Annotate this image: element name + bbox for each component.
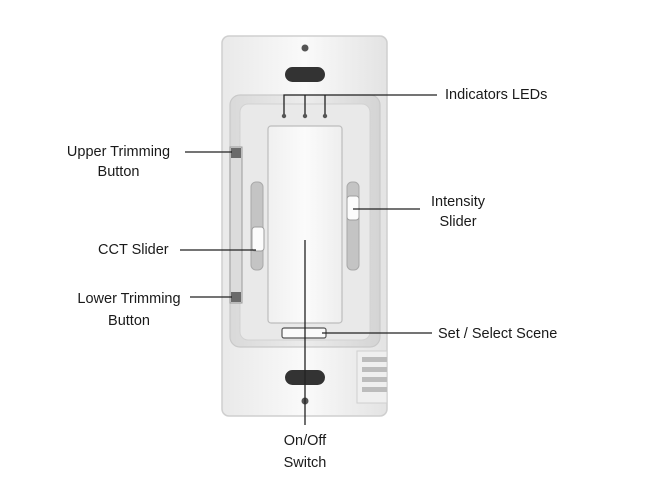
upper-trimming-button[interactable] bbox=[231, 148, 241, 158]
label-cct-slider: CCT Slider bbox=[98, 242, 169, 258]
label-indicator-leds: Indicators LEDs bbox=[445, 87, 548, 103]
leader-indicator-leds bbox=[283, 94, 437, 114]
cct-slider[interactable] bbox=[250, 181, 265, 271]
terminal-fins bbox=[356, 350, 388, 404]
label-lower-trimming-button: Lower Trimming Button bbox=[77, 291, 181, 329]
top-mounting-slot bbox=[285, 67, 325, 82]
label-upper-trimming-button: Upper Trimming Button bbox=[66, 144, 171, 180]
cct-slider-knob[interactable] bbox=[251, 226, 265, 252]
leader-lines bbox=[180, 94, 437, 425]
led-indicator bbox=[281, 113, 287, 119]
led-indicator bbox=[322, 113, 328, 119]
indicator-leds bbox=[281, 113, 328, 119]
left-trim-strip bbox=[229, 146, 243, 304]
set-select-scene-button[interactable] bbox=[281, 327, 327, 339]
top-screw-hole bbox=[301, 44, 309, 52]
label-on-off-switch: On/Off Switch bbox=[283, 433, 327, 471]
led-indicator bbox=[302, 113, 308, 119]
label-intensity-slider: Intensity Slider bbox=[431, 194, 485, 230]
intensity-slider-knob[interactable] bbox=[346, 195, 360, 221]
lower-trimming-button[interactable] bbox=[231, 292, 241, 302]
label-set-select-scene: Set / Select Scene bbox=[438, 326, 558, 342]
intensity-slider[interactable] bbox=[346, 181, 360, 271]
